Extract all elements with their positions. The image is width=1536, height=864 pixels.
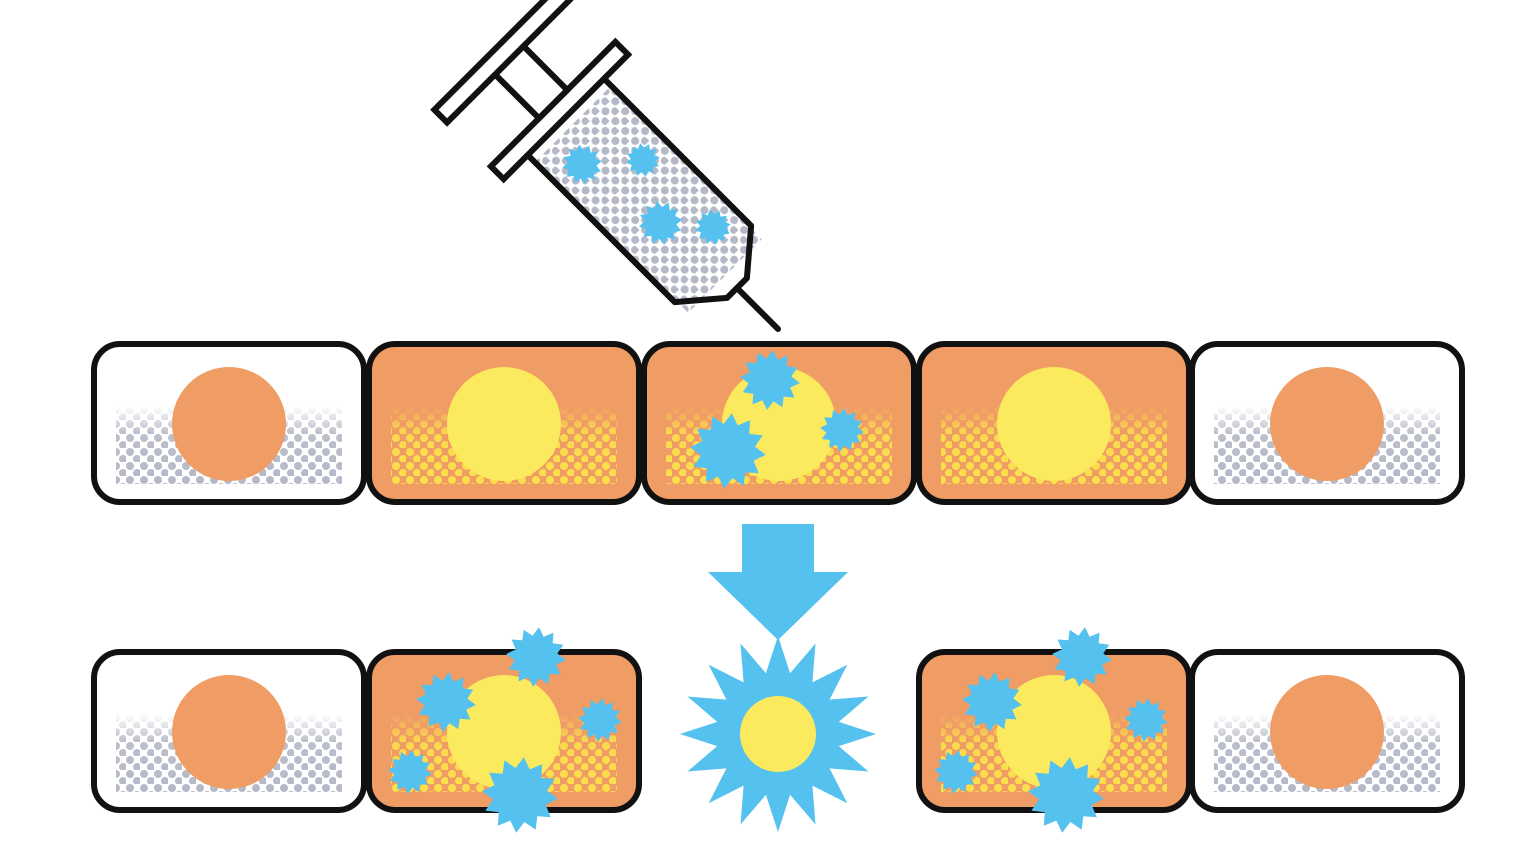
syringe-layer [430, 0, 781, 332]
cell-nucleus [997, 675, 1111, 789]
burst-icon [680, 636, 876, 832]
virus-icon [695, 209, 731, 245]
cell-row-before [91, 341, 1465, 505]
cell-row-after [91, 627, 1465, 833]
cell-plain [1189, 341, 1465, 505]
virus-icon [1028, 757, 1104, 833]
syringe-icon [430, 0, 781, 332]
virus-icon [388, 750, 432, 794]
cell-nucleus [172, 367, 286, 481]
virus-icon [934, 750, 978, 794]
virus-icon [962, 672, 1022, 732]
transition-layer [708, 524, 848, 640]
virus-icon [690, 413, 766, 489]
syringe-fluid [536, 87, 762, 313]
cell-plain [91, 649, 367, 813]
cell-nucleus [1270, 367, 1384, 481]
virus-icon [482, 757, 558, 833]
cell-plain [91, 341, 367, 505]
virus-icon [740, 350, 800, 410]
cell-nucleus [447, 367, 561, 481]
down-arrow-icon [708, 524, 848, 640]
virus-icon [562, 144, 602, 184]
cell-infected [916, 341, 1192, 505]
cell-nucleus [1270, 675, 1384, 789]
syringe-plunger-head [430, 0, 576, 127]
virus-icon [1052, 627, 1112, 687]
cell-nucleus [447, 675, 561, 789]
cell-plain [1189, 649, 1465, 813]
cell-infected [366, 341, 642, 505]
virus-icon [416, 672, 476, 732]
syringe-barrel [525, 76, 762, 313]
virus-icon [578, 698, 622, 742]
syringe-barrel-outline [525, 76, 755, 306]
cell-nucleus [997, 367, 1111, 481]
virus-icon [506, 627, 566, 687]
virus-icon [820, 408, 864, 452]
released-nucleus [740, 696, 816, 772]
syringe-needle [733, 284, 781, 332]
virus-icon [1124, 698, 1168, 742]
virus-icon [626, 143, 660, 177]
cell-nucleus [172, 675, 286, 789]
virus-icon [638, 201, 683, 245]
